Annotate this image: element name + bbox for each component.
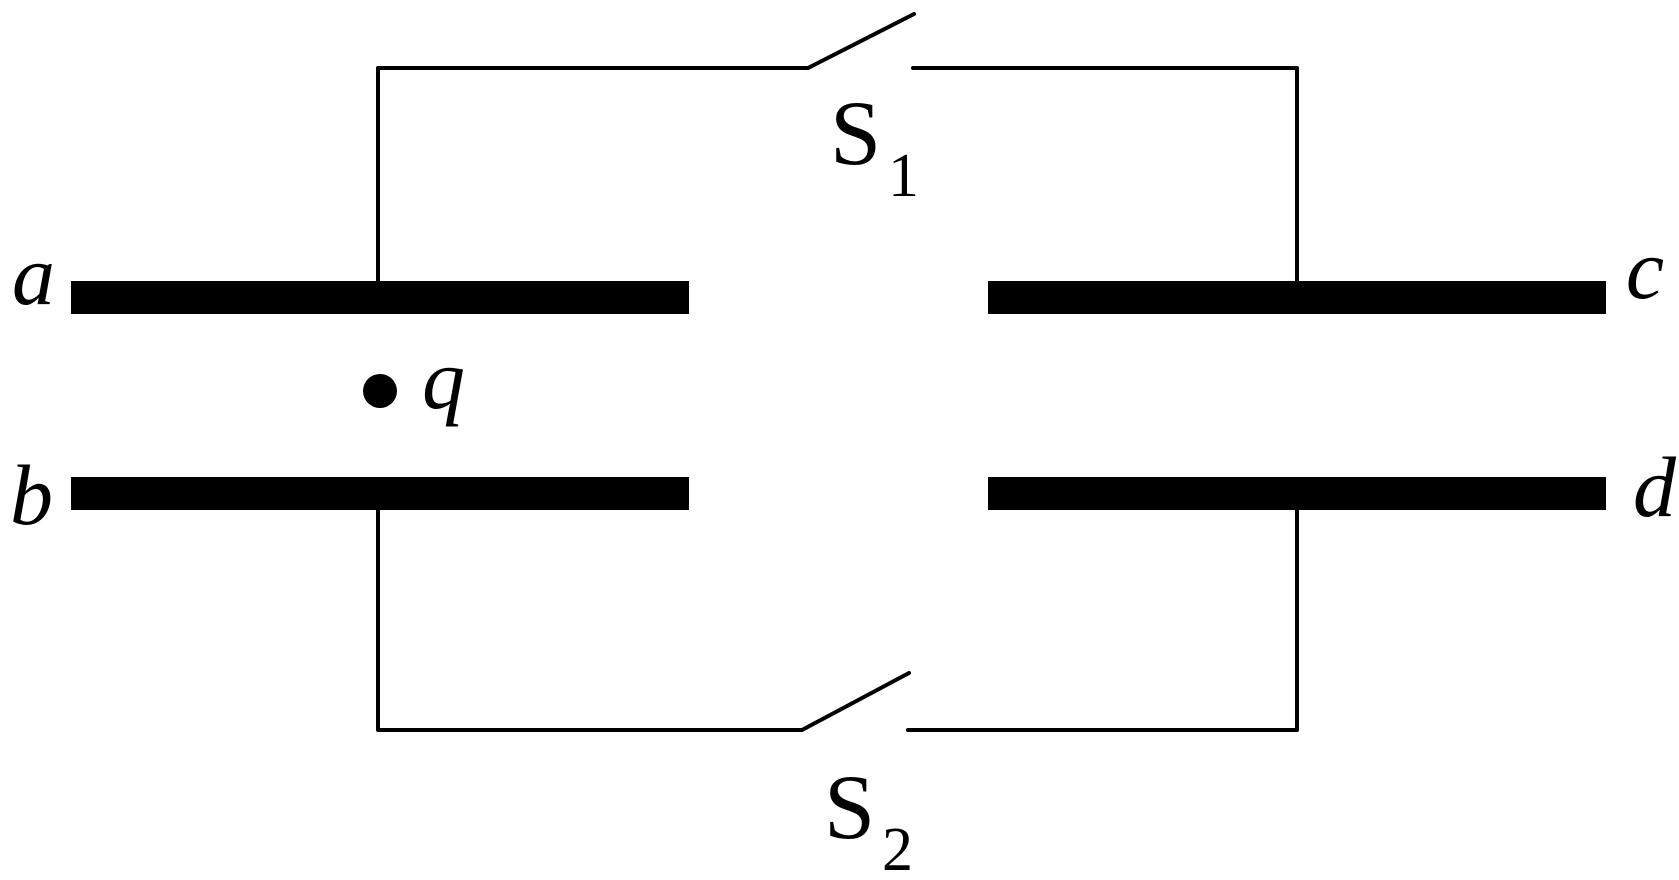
plate-b bbox=[71, 477, 689, 510]
switch-s1-blade[interactable] bbox=[806, 12, 916, 70]
switch-s2-letter: S bbox=[824, 756, 875, 858]
switch-s2-blade[interactable] bbox=[800, 671, 911, 732]
top-wire-left bbox=[376, 66, 810, 283]
switch-s2-label: S 2 bbox=[824, 756, 913, 880]
plate-c bbox=[988, 281, 1606, 314]
switch-s2-subscript: 2 bbox=[882, 816, 913, 880]
plate-d bbox=[988, 477, 1606, 510]
plate-label-a: a bbox=[12, 227, 55, 323]
plate-a bbox=[71, 281, 689, 314]
top-wire-right bbox=[911, 66, 1299, 283]
bottom-wire-left bbox=[376, 508, 804, 732]
plate-label-c: c bbox=[1626, 221, 1664, 317]
switch-s1-letter: S bbox=[830, 82, 881, 184]
charge-dot bbox=[363, 374, 397, 408]
switch-s1-label: S 1 bbox=[830, 82, 919, 210]
plate-label-d: d bbox=[1633, 439, 1677, 535]
bottom-wire-right bbox=[906, 508, 1299, 732]
switch-s1-subscript: 1 bbox=[888, 142, 919, 210]
plate-label-b: b bbox=[10, 447, 53, 543]
charge-label-q: q bbox=[422, 331, 465, 427]
